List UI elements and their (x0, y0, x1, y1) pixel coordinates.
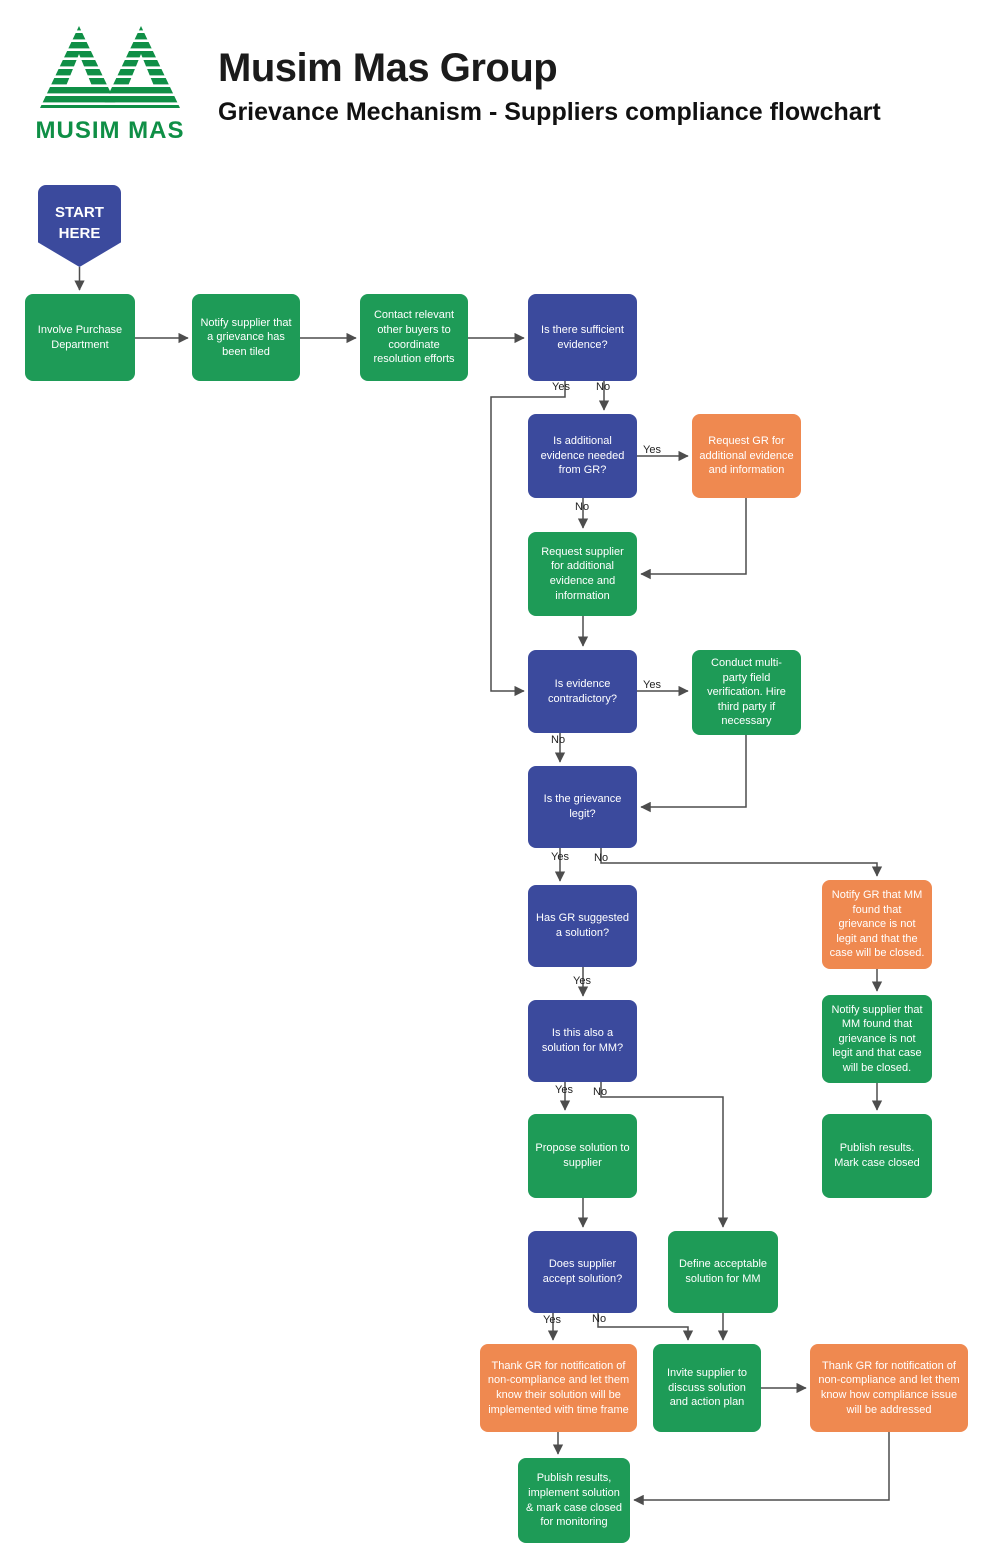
edge-label-yes: Yes (573, 975, 591, 987)
node-notify-supplier-not-legit: Notify supplier that MM found that griev… (822, 995, 932, 1083)
node-thank-gr-addressed: Thank GR for notification of non-complia… (810, 1344, 968, 1432)
node-contact-buyers: Contact relevant other buyers to coordin… (360, 294, 468, 381)
node-invite-supplier: Invite supplier to discuss solution and … (653, 1344, 761, 1432)
edge-label-yes: Yes (552, 381, 570, 393)
node-additional-evidence-gr: Is additional evidence needed from GR? (528, 414, 637, 498)
node-start: START HERE (38, 185, 121, 267)
musim-mas-logo-mark (40, 26, 180, 108)
node-request-supplier-evidence: Request supplier for additional evidence… (528, 532, 637, 616)
node-define-acceptable: Define acceptable solution for MM (668, 1231, 778, 1313)
logo-wordmark: MUSIM MAS (35, 117, 185, 144)
node-notify-grievance-filed: Notify supplier that a grievance has bee… (192, 294, 300, 381)
edge-label-yes: Yes (643, 679, 661, 691)
edge-label-no: No (592, 1313, 607, 1325)
edge-label-no: No (551, 734, 566, 746)
edge-label-yes: Yes (543, 1314, 561, 1326)
page-title: Musim Mas Group (218, 46, 558, 90)
edge-label-no: No (594, 852, 609, 864)
node-solution-for-mm: Is this also a solution for MM? (528, 1000, 637, 1082)
edge-label-yes: Yes (643, 444, 661, 456)
edge-label-no: No (575, 501, 590, 513)
node-propose-solution: Propose solution to supplier (528, 1114, 637, 1198)
node-evidence-contradictory: Is evidence contradictory? (528, 650, 637, 733)
page-subtitle: Grievance Mechanism - Suppliers complian… (218, 98, 881, 126)
node-notify-gr-not-legit: Notify GR that MM found that grievance i… (822, 880, 932, 969)
edge-label-yes: Yes (551, 851, 569, 863)
node-gr-suggested-solution: Has GR suggested a solution? (528, 885, 637, 967)
node-multi-party-verification: Conduct multi-party field verification. … (692, 650, 801, 735)
node-publish-results-closed: Publish results. Mark case closed (822, 1114, 932, 1198)
node-request-gr-evidence: Request GR for additional evidence and i… (692, 414, 801, 498)
node-supplier-accept: Does supplier accept solution? (528, 1231, 637, 1313)
edge-label-yes: Yes (555, 1084, 573, 1096)
node-grievance-legit: Is the grievance legit? (528, 766, 637, 848)
edge-label-no: No (596, 381, 611, 393)
node-sufficient-evidence: Is there sufficient evidence? (528, 294, 637, 381)
node-thank-gr-timeframe: Thank GR for notification of non-complia… (480, 1344, 637, 1432)
musim-mas-logo: MUSIM MAS (35, 24, 185, 145)
edge-label-no: No (593, 1086, 608, 1098)
node-publish-monitor: Publish results, implement solution & ma… (518, 1458, 630, 1543)
node-involve-purchase: Involve Purchase Department (25, 294, 135, 381)
